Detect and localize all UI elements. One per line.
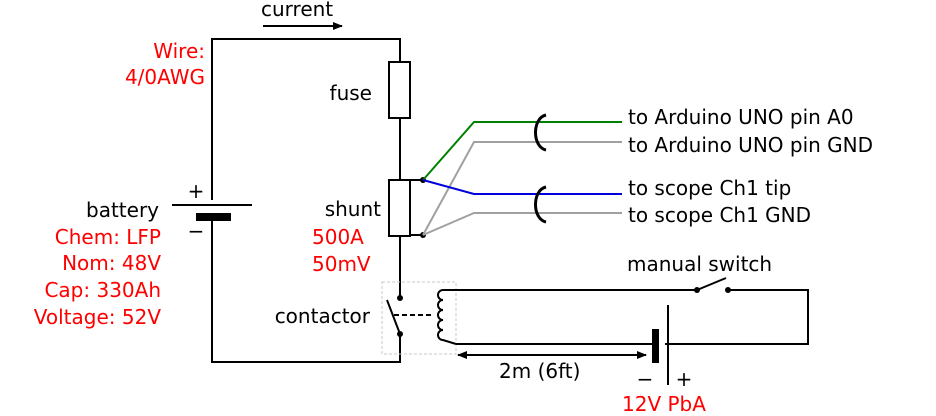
contactor-enclosure xyxy=(381,281,457,355)
signal-wire-scope-gnd xyxy=(422,212,622,236)
signal-wire-scope-tip xyxy=(422,179,622,195)
signal-wire-arduino-gnd xyxy=(422,141,622,236)
manual-switch-right-node xyxy=(725,287,731,293)
contactor-label: contactor xyxy=(275,304,371,328)
battery-label: battery xyxy=(86,198,159,222)
aux-battery-minus-sign: − xyxy=(637,367,654,391)
aux-battery-negative-plate xyxy=(652,329,659,363)
battery-spec-capacity: Cap: 330Ah xyxy=(44,278,161,302)
fuse-label: fuse xyxy=(330,81,372,105)
contactor-top-node xyxy=(397,295,403,301)
signal-label-scope-gnd: to scope Ch1 GND xyxy=(628,203,811,227)
contactor-switch-blade xyxy=(386,299,401,335)
battery-spec-voltage: Voltage: 52V xyxy=(34,305,162,329)
manual-switch-label: manual switch xyxy=(627,252,772,276)
battery-minus-sign: − xyxy=(188,219,205,243)
signal-label-arduino-gnd: to Arduino UNO pin GND xyxy=(628,133,873,157)
twisted-pair-arduino-icon xyxy=(534,113,547,152)
fuse-symbol xyxy=(388,61,411,119)
main-wire-top xyxy=(211,38,401,200)
signal-label-scope-tip: to scope Ch1 tip xyxy=(628,176,791,200)
shunt-rating-voltage: 50mV xyxy=(312,252,371,276)
main-wire-bottom xyxy=(211,218,401,363)
wire-title-label: Wire: xyxy=(153,39,205,63)
shunt-label: shunt xyxy=(325,197,381,221)
manual-switch-lever[interactable] xyxy=(696,277,727,291)
aux-battery-label: 12V PbA xyxy=(622,392,706,416)
shunt-symbol xyxy=(388,179,411,237)
contactor-coil-icon xyxy=(437,289,457,345)
distance-label: 2m (6ft) xyxy=(499,359,580,383)
shunt-rating-current: 500A xyxy=(312,225,364,249)
signal-label-arduino-a0: to Arduino UNO pin A0 xyxy=(628,105,854,129)
battery-spec-nominal: Nom: 48V xyxy=(62,251,161,275)
current-label: current xyxy=(261,0,333,21)
signal-wire-arduino-a0 xyxy=(422,121,622,181)
battery-negative-plate xyxy=(196,213,231,221)
battery-plus-sign: + xyxy=(188,179,205,203)
twisted-pair-scope-icon xyxy=(534,185,547,224)
coil-wire-right xyxy=(665,289,809,345)
aux-battery-plus-sign: + xyxy=(676,367,693,391)
battery-spec-chemistry: Chem: LFP xyxy=(55,225,161,249)
wire-gauge-label: 4/0AWG xyxy=(125,65,205,89)
